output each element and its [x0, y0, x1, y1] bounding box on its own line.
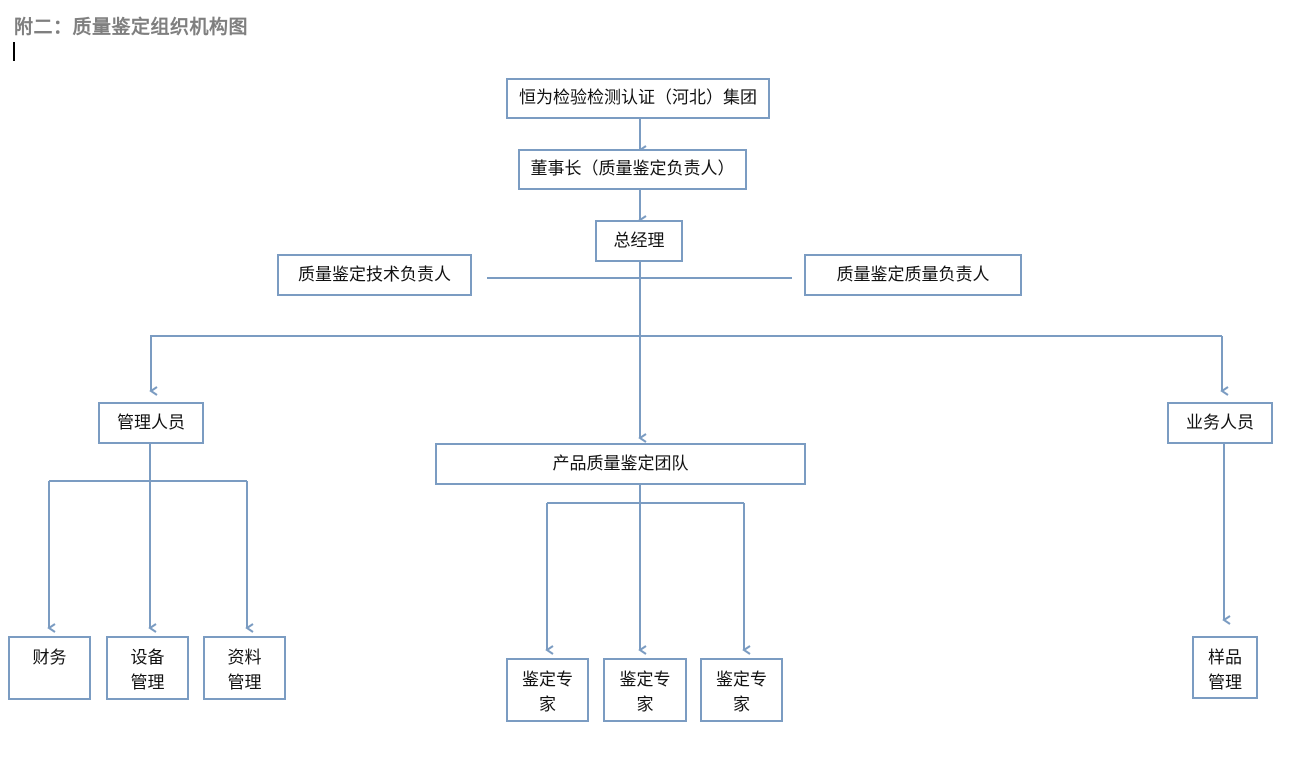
node-quality-lead-label: 质量鉴定质量负责人 [836, 264, 990, 285]
node-chairman-label: 董事长（质量鉴定负责人） [530, 159, 735, 179]
node-chairman: 董事长（质量鉴定负责人） [518, 149, 747, 190]
node-sample-mgmt: 样品管理 [1192, 636, 1258, 699]
node-expert-3-label: 鉴定专家 [716, 670, 767, 715]
node-equipment-mgmt-label: 设备管理 [130, 648, 165, 693]
page-title: 附二：质量鉴定组织机构图 [14, 16, 249, 38]
node-finance-label: 财务 [32, 648, 67, 668]
node-general-manager-label: 总经理 [613, 230, 665, 251]
node-management-staff: 管理人员 [98, 402, 204, 444]
node-group-label: 恒为检验检测认证（河北）集团 [519, 88, 757, 108]
node-expert-2-label: 鉴定专家 [619, 670, 671, 715]
node-tech-lead: 质量鉴定技术负责人 [277, 254, 472, 296]
node-finance: 财务 [8, 636, 91, 700]
node-business-staff: 业务人员 [1167, 402, 1273, 444]
node-expert-2: 鉴定专家 [603, 658, 687, 722]
node-management-staff-label: 管理人员 [117, 412, 185, 433]
node-quality-lead: 质量鉴定质量负责人 [804, 254, 1022, 296]
node-tech-lead-label: 质量鉴定技术负责人 [298, 264, 451, 285]
node-equipment-mgmt: 设备管理 [106, 636, 189, 700]
node-group: 恒为检验检测认证（河北）集团 [506, 78, 770, 119]
node-quality-team-label: 产品质量鉴定团队 [552, 453, 689, 474]
node-records-mgmt: 资料管理 [203, 636, 286, 700]
node-expert-1-label: 鉴定专家 [522, 670, 573, 715]
node-expert-1: 鉴定专家 [506, 658, 589, 722]
node-records-mgmt-label: 资料管理 [227, 648, 262, 693]
node-general-manager: 总经理 [595, 220, 683, 262]
text-cursor [13, 42, 15, 61]
node-sample-mgmt-label: 样品管理 [1208, 648, 1242, 693]
node-expert-3: 鉴定专家 [700, 658, 783, 722]
node-business-staff-label: 业务人员 [1186, 412, 1254, 433]
node-quality-team: 产品质量鉴定团队 [435, 443, 806, 485]
